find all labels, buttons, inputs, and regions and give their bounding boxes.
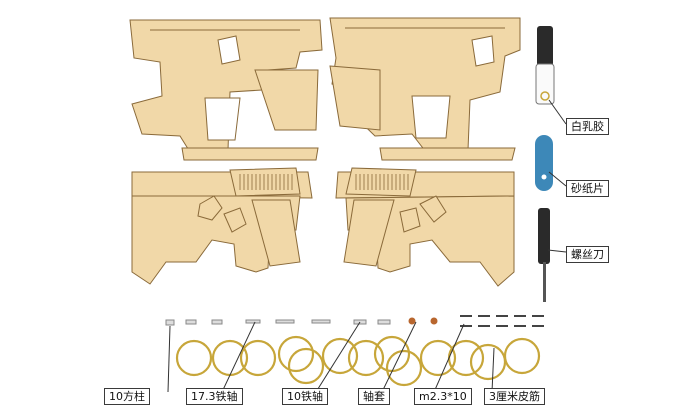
- rubber-band-ring: [175, 339, 213, 377]
- label-iron-axle-17-3: 17.3铁轴: [186, 388, 243, 405]
- screwdriver-icon: [538, 208, 550, 302]
- axle-piece: [245, 319, 261, 324]
- rubber-band-ring: [347, 339, 385, 377]
- wood-panel-top-right: [329, 17, 521, 161]
- axle-piece: [311, 319, 331, 324]
- rubber-band-ring: [469, 343, 507, 381]
- leader-lines: [167, 99, 567, 393]
- axle-piece: [377, 319, 391, 325]
- label-sandpaper: 砂纸片: [566, 180, 609, 197]
- rubber-band-ring: [373, 335, 411, 373]
- label-screwdriver: 螺丝刀: [566, 246, 609, 263]
- label-iron-axle-10: 10铁轴: [282, 388, 328, 405]
- label-rubber-band: 3厘米皮筋: [484, 388, 545, 405]
- bearing-piece: [408, 317, 416, 325]
- axle-piece: [211, 319, 223, 325]
- wood-gun-right: [335, 167, 515, 287]
- axle-piece: [185, 319, 197, 325]
- label-square-pillar: 10方柱: [104, 388, 150, 405]
- rubber-band-ring: [321, 337, 359, 375]
- wood-gun-left: [131, 167, 313, 285]
- axle-piece: [165, 319, 175, 326]
- axle-piece: [275, 319, 295, 324]
- label-axle-sleeve: 轴套: [358, 388, 390, 405]
- wood-panel-top-left: [129, 19, 323, 161]
- rubber-band-ring: [503, 337, 541, 375]
- label-screw: m2.3*10: [414, 388, 472, 405]
- rubber-band-ring: [277, 335, 315, 373]
- sandpaper-icon: [535, 135, 553, 191]
- hardware-row: [165, 315, 544, 327]
- label-white-glue: 白乳胶: [566, 118, 609, 135]
- bearing-piece: [430, 317, 438, 325]
- rubber-band-ring: [385, 349, 423, 387]
- rubber-band-ring: [419, 339, 457, 377]
- rubber-band-ring: [287, 347, 325, 385]
- rubber-band-ring: [239, 339, 277, 377]
- glue-bottle-icon: [535, 26, 555, 105]
- rubber-band-rings: [175, 335, 541, 387]
